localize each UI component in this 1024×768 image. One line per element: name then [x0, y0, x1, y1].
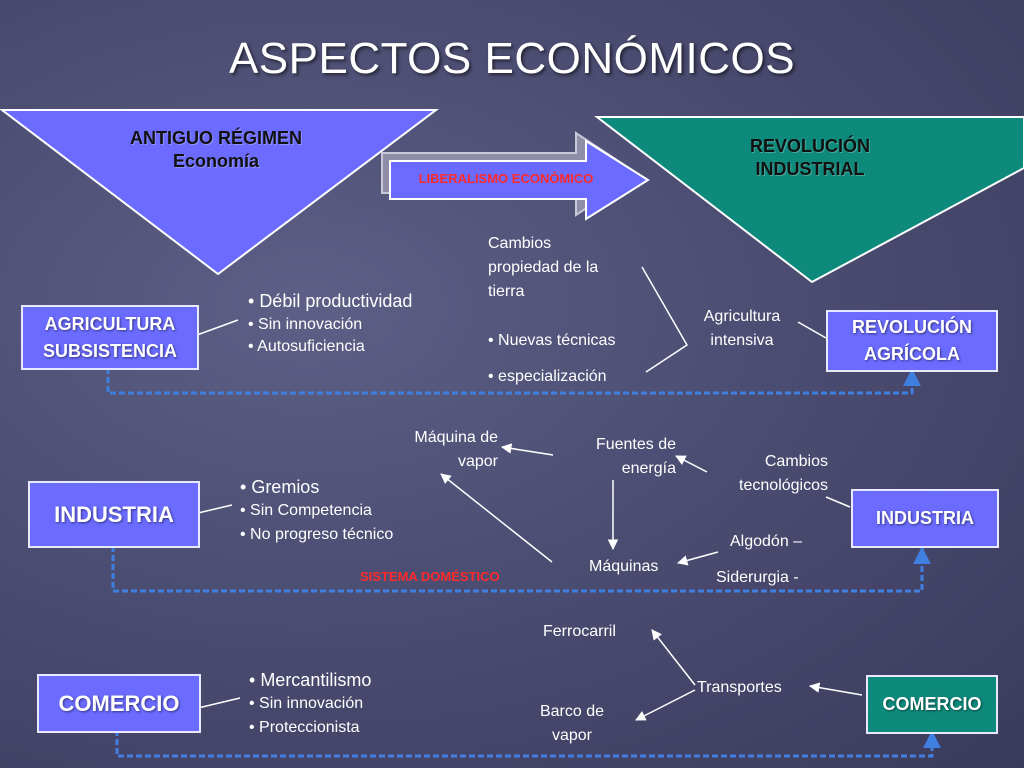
comercio-left-box: COMERCIO — [37, 674, 201, 733]
comercio-bullets: • Mercantilismo • Sin innovación • Prote… — [249, 668, 371, 740]
industria-connector — [111, 546, 931, 593]
maquinas-text: Máquinas — [589, 558, 659, 575]
cambios-tecnologicos-text: Cambios tecnológicos — [739, 453, 828, 494]
ferrocarril-text: Ferrocarril — [543, 623, 616, 640]
revolucion-industrial-line1: REVOLUCIÓN — [749, 136, 870, 156]
agricultura-line1: AGRICULTURA — [44, 313, 176, 334]
antiguo-regimen-triangle — [0, 109, 439, 276]
agricultura-connector — [106, 368, 921, 395]
agri-bracket — [641, 266, 689, 373]
cambios-propiedad-text: Cambios propiedad de la tierra — [488, 235, 599, 300]
arrow-comercio-to-transportes — [808, 682, 863, 696]
agri-right-tick — [797, 321, 827, 339]
revolucion-industrial-label: REVOLUCIÓN INDUSTRIAL — [690, 135, 930, 181]
com-left-tick — [197, 697, 241, 709]
liberalismo-label: LIBERALISMO ECONÓMICO — [418, 171, 594, 186]
arrow-transportes-to-ferrocarril — [651, 629, 696, 686]
revolucion-industrial-line2: INDUSTRIAL — [755, 159, 865, 179]
agricultura-bullets: • Débil productividad • Sin innovación •… — [248, 289, 412, 359]
agricultura-line2: SUBSISTENCIA — [42, 340, 177, 361]
comercio-connector — [115, 730, 941, 758]
arrow-algodon-to-maquinas — [676, 551, 719, 566]
arrow-fuentes-to-vapor — [500, 443, 554, 456]
page-title: ASPECTOS ECONÓMICOS — [228, 34, 796, 83]
sistema-domestico-label: SISTEMA DOMÉSTICO — [360, 569, 500, 584]
especializacion-text: • especialización — [488, 368, 607, 385]
fuentes-energia-text: Fuentes de energía — [595, 436, 676, 477]
agricultura-bullet-1: • Débil productividad — [248, 291, 413, 311]
ind-right-tick — [825, 496, 851, 508]
industria-left-box: INDUSTRIA — [28, 481, 200, 548]
ind-left-tick — [197, 504, 233, 514]
maquina-vapor-text: Máquina de vapor — [414, 429, 498, 470]
agri-left-tick — [196, 319, 239, 336]
revolucion-agricola-line2: AGRÍCOLA — [864, 344, 960, 364]
transportes-text: Transportes — [697, 679, 782, 696]
industria-bullets: • Gremios • Sin Competencia • No progres… — [240, 475, 393, 547]
arrow-transportes-to-barco — [635, 689, 696, 721]
antiguo-regimen-label: ANTIGUO RÉGIMEN Economía — [60, 127, 372, 173]
agricultura-bullet-3: • Autosuficiencia — [248, 338, 365, 355]
revolucion-agricola-line1: REVOLUCIÓN — [851, 317, 972, 337]
industria-bullet-2: • Sin Competencia — [240, 502, 372, 519]
comercio-bullet-2: • Sin innovación — [249, 695, 364, 712]
arrow-cambios-to-fuentes — [675, 455, 708, 473]
comercio-bullet-3: • Proteccionista — [249, 719, 360, 736]
antiguo-regimen-line1: ANTIGUO RÉGIMEN — [129, 128, 302, 148]
algodon-text: Algodón – — [730, 533, 803, 550]
revolucion-industrial-triangle — [594, 116, 1024, 284]
siderurgia-text: Siderurgia - — [716, 569, 799, 586]
barco-vapor-text: Barco de vapor — [539, 703, 605, 744]
comercio-bullet-1: • Mercantilismo — [249, 670, 372, 690]
comercio-right-box: COMERCIO — [866, 675, 998, 734]
arrow-sistema-to-vapor — [440, 473, 553, 563]
agricultura-bullet-2: • Sin innovación — [248, 316, 363, 333]
agricultura-subsistencia-box: AGRICULTURA SUBSISTENCIA — [21, 305, 199, 370]
industria-bullet-1: • Gremios — [240, 477, 320, 497]
industria-bullet-3: • No progreso técnico — [240, 526, 394, 543]
liberalismo-arrow — [389, 139, 650, 221]
nuevas-tecnicas-text: • Nuevas técnicas — [488, 332, 616, 349]
revolucion-agricola-box: REVOLUCIÓN AGRÍCOLA — [826, 310, 998, 372]
antiguo-regimen-line2: Economía — [172, 151, 260, 171]
agricultura-intensiva-text: Agricultura intensiva — [703, 308, 781, 349]
industria-right-box: INDUSTRIA — [851, 489, 999, 548]
